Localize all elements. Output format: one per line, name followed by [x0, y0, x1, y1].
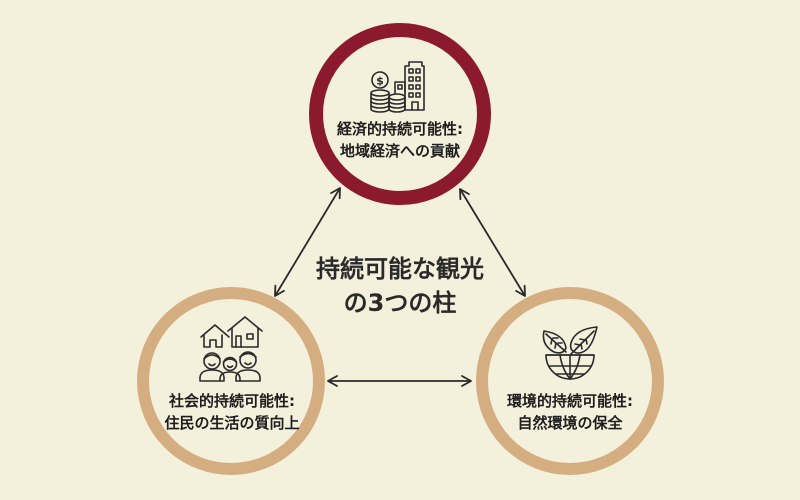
environmental-label-line1: 環境的持続可能性:: [507, 392, 633, 410]
leaves-globe-icon: [542, 326, 598, 380]
arrow-economic-social: [274, 187, 341, 297]
economic-ring: [309, 23, 491, 205]
economic-pillar-label: 経済的持続可能性: 地域経済への貢献: [337, 118, 463, 162]
houses-family-icon: [199, 316, 263, 382]
economic-label-line2: 地域経済への貢献: [339, 142, 460, 160]
social-ring: [137, 287, 325, 475]
social-label-line2: 住民の生活の質向上: [164, 414, 300, 432]
diagram-title: 持続可能な観光 の3つの柱: [316, 252, 484, 320]
title-line2: の3つの柱: [343, 289, 457, 317]
economic-label-line1: 経済的持続可能性:: [337, 120, 463, 138]
title-line1: 持続可能な観光: [316, 255, 484, 283]
svg-text:$: $: [376, 75, 384, 88]
coins-building-icon: $: [370, 61, 425, 113]
environmental-pillar-label: 環境的持続可能性: 自然環境の保全: [507, 390, 633, 434]
environmental-label-line2: 自然環境の保全: [517, 414, 623, 432]
social-pillar-label: 社会的持続可能性: 住民の生活の質向上: [164, 390, 299, 434]
environmental-ring: [476, 287, 664, 475]
arrow-economic-environmental: [459, 188, 526, 297]
social-label-line1: 社会的持続可能性:: [168, 392, 295, 410]
